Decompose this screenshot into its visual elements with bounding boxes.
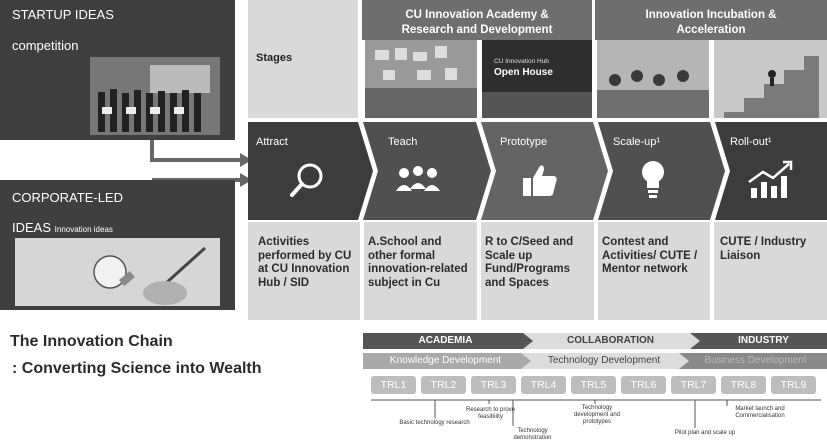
corporate-ideas-label: IDEAS xyxy=(12,220,52,235)
innovation-chain-subtitle: : Converting Science into Wealth xyxy=(12,360,262,377)
trl-level-9: TRL9 xyxy=(771,376,816,394)
innovation-ideas-label: Innovation ideas xyxy=(54,225,113,234)
trl-level-1: TRL1 xyxy=(371,376,416,394)
activities-cell-0: Activities performed by CU at CU Innovat… xyxy=(248,222,360,320)
trl-note-prove-feasibility: Research to prove feasibility xyxy=(465,407,516,420)
thumbs-up-icon xyxy=(523,165,557,196)
band-knowledge-development: Knowledge Development xyxy=(389,355,502,366)
innovation-chain-title: The Innovation Chain xyxy=(10,333,173,350)
startup-ideas-subtitle: competition xyxy=(12,38,79,53)
activity-text-4: CUTE / Industry Liaison xyxy=(720,236,807,262)
open-house-floor xyxy=(482,92,592,118)
corporate-ideas-panel: CORPORATE-LED IDEAS Innovation ideas xyxy=(0,180,235,310)
stage-attract-label: Attract xyxy=(256,136,288,148)
trl-top-bands xyxy=(363,333,827,369)
trl-level-6: TRL6 xyxy=(621,376,666,394)
activities-cell-2: R to C/Seed and Scale up Fund/Programs a… xyxy=(481,222,594,320)
trl-note-development-prototypes: Technology development and prototypes xyxy=(573,405,621,425)
stages-label: Stages xyxy=(256,52,293,64)
stage-photo-teach xyxy=(365,40,477,118)
activities-cell-1: A.School and other formal innovation-rel… xyxy=(364,222,477,320)
activities-cell-4: CUTE / Industry Liaison xyxy=(714,222,827,320)
lightbulb-icon xyxy=(642,161,664,198)
activity-text-0: Activities performed by CU at CU Innovat… xyxy=(258,236,352,289)
trl-note-pilot-scale-up: Pilot plan and scale up xyxy=(674,430,736,436)
activity-text-2: R to C/Seed and Scale up Fund/Programs a… xyxy=(485,236,574,289)
lightbulb-drawing-icon xyxy=(15,238,220,306)
band-industry: INDUSTRY xyxy=(738,335,789,346)
band-technology-development: Technology Development xyxy=(547,355,661,366)
activity-text-3: Contest and Activities/ CUTE / Mentor ne… xyxy=(602,236,698,275)
classroom-photo-icon xyxy=(597,40,709,118)
stage-scale-up-label: Scale-up¹ xyxy=(613,136,661,148)
trl-level-7: TRL7 xyxy=(671,376,716,394)
trl-level-3: TRL3 xyxy=(471,376,516,394)
corporate-ideas-subtitle: IDEAS Innovation ideas xyxy=(12,220,113,235)
startup-ideas-panel: STARTUP IDEAS competition xyxy=(0,0,235,140)
activities-cell-3: Contest and Activities/ CUTE / Mentor ne… xyxy=(598,222,710,320)
trl-level-8: TRL8 xyxy=(721,376,766,394)
incubation-header-text: Innovation Incubation & Acceleration xyxy=(645,9,777,36)
activity-text-1: A.School and other formal innovation-rel… xyxy=(368,236,468,289)
open-house-line2: Open House xyxy=(494,67,553,78)
academy-header: CU Innovation Academy & Research and Dev… xyxy=(362,0,592,40)
stage-prototype-label: Prototype xyxy=(500,136,548,148)
trl-level-2: TRL2 xyxy=(421,376,466,394)
lightbulb-sketch-photo xyxy=(15,238,220,306)
band-collaboration: COLLABORATION xyxy=(566,335,655,346)
stage-photo-prototype: CU Innovation Hub Open House xyxy=(482,40,592,118)
stages-label-cell: Stages xyxy=(248,0,358,118)
open-house-line1: CU Innovation Hub xyxy=(494,58,549,65)
trl-note-technology-demonstration: Technology demonstration xyxy=(513,428,552,441)
people-icon xyxy=(396,166,440,191)
trl-level-5: TRL5 xyxy=(571,376,616,394)
incubation-header: Innovation Incubation & Acceleration xyxy=(595,0,827,40)
trl-note-basic-research: Basic technology research xyxy=(399,420,470,426)
group-people-photo-icon xyxy=(90,57,220,135)
magnifier-icon xyxy=(290,163,323,197)
growth-chart-icon xyxy=(748,160,793,198)
stage-photo-scale-up xyxy=(597,40,709,118)
startup-ideas-title: STARTUP IDEAS xyxy=(12,7,114,22)
band-academia: ACADEMIA xyxy=(418,335,473,346)
trl-level-4: TRL4 xyxy=(521,376,566,394)
trl-timeline-lines xyxy=(371,399,821,428)
trl-note-market-launch: Market launch and Commercialisation xyxy=(735,406,785,419)
stairs-growth-photo-icon xyxy=(714,40,827,118)
corporate-ideas-title: CORPORATE-LED xyxy=(12,190,123,205)
stage-roll-out-label: Roll-out¹ xyxy=(730,136,772,148)
academy-header-text: CU Innovation Academy & Research and Dev… xyxy=(401,9,553,36)
startup-competition-photo xyxy=(90,57,220,135)
stage-teach-label: Teach xyxy=(388,136,418,148)
band-business-development: Business Development xyxy=(704,355,807,366)
whiteboard-photo-icon xyxy=(365,40,477,118)
stage-photo-roll-out xyxy=(714,40,827,118)
